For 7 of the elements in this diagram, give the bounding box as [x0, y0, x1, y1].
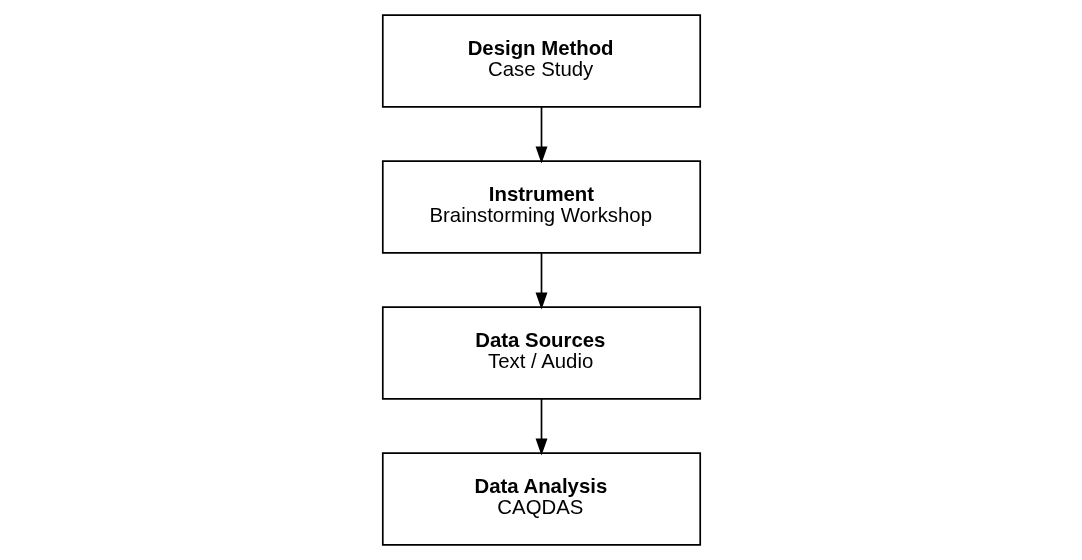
arrow — [535, 106, 547, 164]
node-box: Instrument Brainstorming Workshop — [381, 160, 701, 254]
node-box: Data Sources Text / Audio — [381, 306, 701, 400]
node-box: Data Analysis CAQDAS — [381, 452, 701, 546]
arrow — [535, 398, 547, 456]
node-box: Design Method Case Study — [381, 14, 701, 108]
arrow — [535, 252, 547, 310]
